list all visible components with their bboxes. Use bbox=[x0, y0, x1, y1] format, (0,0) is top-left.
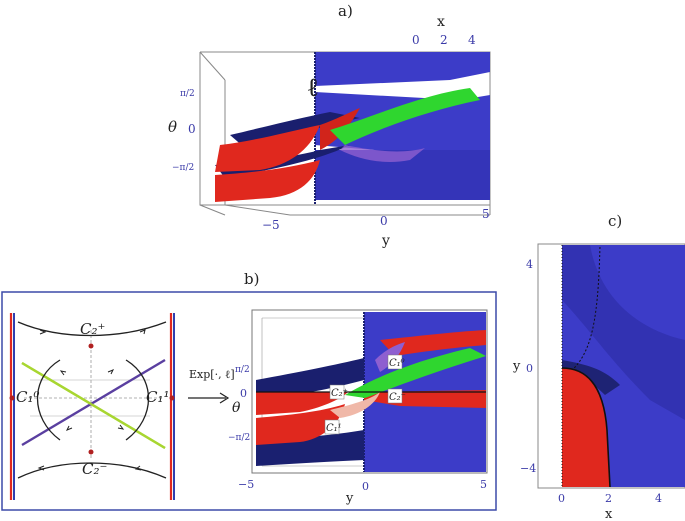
panel-a-x-tick: 0 bbox=[412, 33, 420, 47]
panel-b: b) bbox=[1, 270, 497, 511]
panel-a-ell-label: ℓ bbox=[308, 73, 318, 103]
panel-c-x-tick: 4 bbox=[655, 492, 662, 505]
panel-a: a) bbox=[168, 2, 491, 249]
panel-a-theta-tick: 0 bbox=[188, 122, 196, 136]
label-c1-1: C₁¹ bbox=[146, 388, 170, 406]
exp-map-label: Exp[·, ℓ] bbox=[189, 368, 235, 381]
panel-c-dotted-curve bbox=[561, 244, 601, 379]
panel-c-boundary-curve bbox=[561, 367, 611, 488]
panel-a-y-tick: 0 bbox=[380, 214, 388, 228]
panel-c-y-tick: −4 bbox=[520, 462, 536, 475]
panel-b-y-tick: −5 bbox=[238, 478, 254, 491]
panel-a-theta-tick: π/2 bbox=[180, 89, 195, 99]
panel-a-caption: a) bbox=[338, 2, 353, 20]
panel-c-x-axis-label: x bbox=[605, 507, 613, 521]
panel-a-x-axis-label: x bbox=[437, 14, 445, 30]
panel-b-theta-label: θ bbox=[232, 400, 241, 416]
panel-c-x-tick: 2 bbox=[605, 492, 612, 505]
panel-a-green-sheet bbox=[330, 88, 480, 162]
panel-b-frame bbox=[1, 291, 497, 511]
curve-label: C₂⁻ bbox=[389, 392, 406, 403]
exp-map-arrow: Exp[·, ℓ] bbox=[188, 368, 235, 404]
panel-c-red-region bbox=[562, 368, 610, 487]
panel-c-caption: c) bbox=[608, 212, 622, 230]
panel-c-x-tick: 0 bbox=[558, 492, 565, 505]
panel-c-dark-core bbox=[562, 360, 620, 395]
panel-a-x-tick: 4 bbox=[468, 33, 476, 47]
panel-c-y-tick: 0 bbox=[526, 362, 533, 375]
label-c1-0: C₁⁰ bbox=[16, 388, 40, 406]
curve-label: C₁¹ bbox=[326, 423, 342, 434]
panel-b-theta-tick: π/2 bbox=[235, 365, 250, 375]
panel-c-y-tick: 4 bbox=[526, 258, 533, 271]
curve-label: C₁⁰ bbox=[389, 358, 405, 369]
panel-b-theta-tick: −π/2 bbox=[228, 433, 250, 443]
panel-c-frame bbox=[537, 243, 685, 489]
panel-a-y-tick: −5 bbox=[262, 218, 280, 232]
panel-b-theta-tick: 0 bbox=[240, 387, 247, 400]
label-c2-plus: C₂⁺ bbox=[80, 320, 105, 338]
panel-a-theta-tick: −π/2 bbox=[172, 163, 194, 173]
panel-a-x-tick: 2 bbox=[440, 33, 448, 47]
panel-a-theta-label: θ bbox=[168, 118, 177, 136]
label-c2-minus: C₂⁻ bbox=[82, 460, 107, 478]
curve-label-box bbox=[387, 354, 403, 370]
panel-b-y-tick: 5 bbox=[480, 478, 487, 491]
panel-c: c) y 4 0 −4 0 2 4 x bbox=[512, 212, 685, 521]
panel-b-surface-plot bbox=[251, 309, 488, 474]
panel-c-y-axis-label: y bbox=[512, 359, 521, 374]
curve-label-box bbox=[387, 388, 403, 404]
panel-a-y-tick: 5 bbox=[482, 207, 490, 221]
panel-b-y-axis-label: y bbox=[345, 491, 354, 506]
panel-c-shading bbox=[562, 245, 685, 420]
panel-b-phase-portrait bbox=[9, 313, 175, 500]
curve-label: C₂⁺ bbox=[331, 388, 348, 399]
panel-a-y-axis-label: y bbox=[381, 233, 390, 249]
curve-label-box bbox=[329, 384, 345, 400]
curve-label-box bbox=[324, 419, 340, 435]
panel-b-caption: b) bbox=[244, 270, 259, 288]
panel-b-y-tick: 0 bbox=[362, 480, 369, 493]
